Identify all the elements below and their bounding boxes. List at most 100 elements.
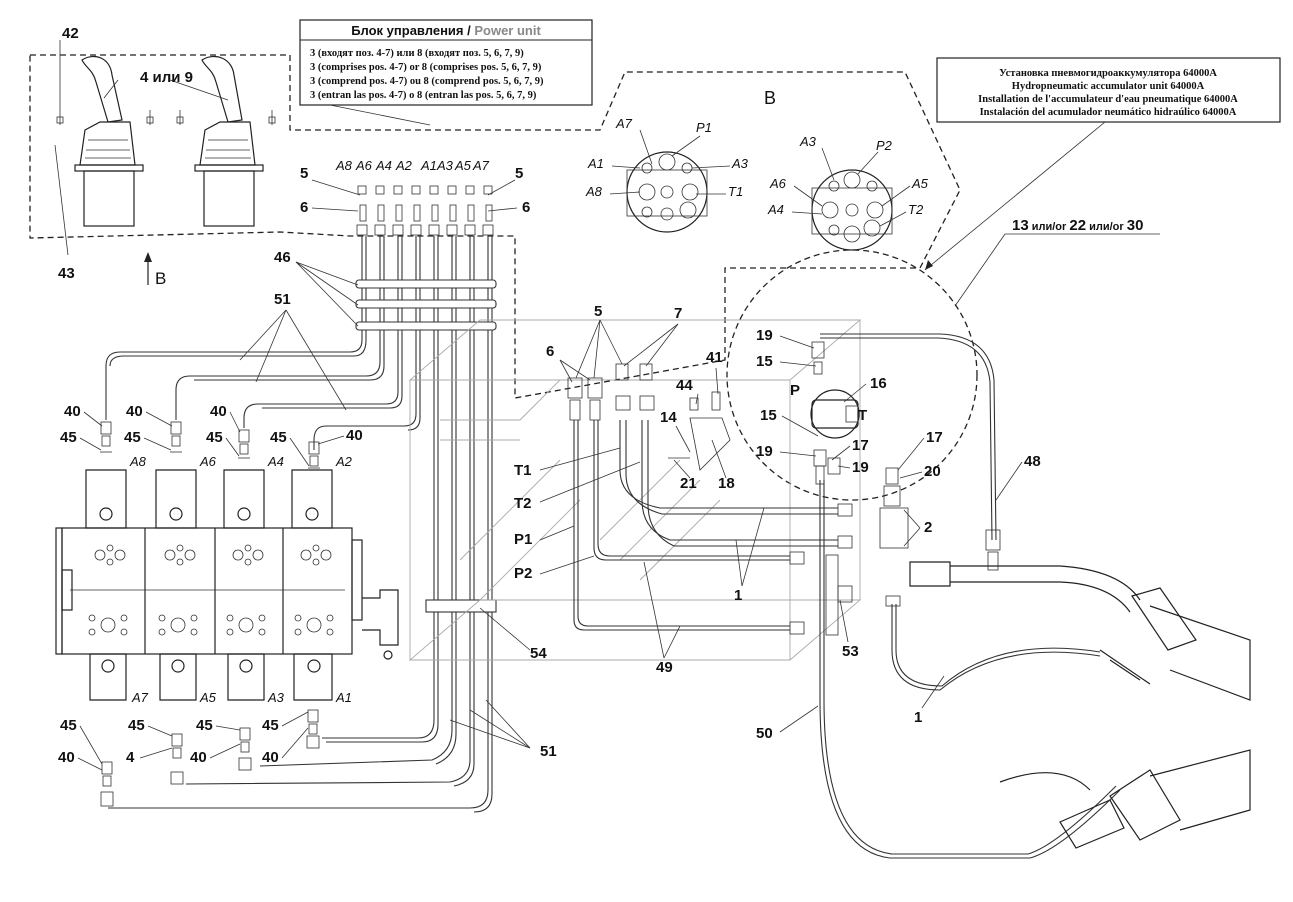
joystick-region-outline: [29, 54, 961, 399]
flange1-port-a1: А1: [587, 156, 604, 171]
callout-5: 5: [594, 303, 602, 320]
flange1-port-a8: А8: [585, 184, 603, 199]
callout-40: 40: [262, 749, 279, 766]
boom-cylinder-upper: [909, 561, 1251, 701]
joystick-right: [176, 55, 276, 227]
port-label-a3: А3: [436, 158, 454, 173]
accumulator-line: Instalación del acumulador neumático hid…: [980, 107, 1237, 118]
callout-51: 51: [274, 291, 291, 308]
flange2-port-a6: А6: [769, 176, 787, 191]
view-arrow: В: [144, 252, 166, 288]
callout-45: 45: [196, 717, 213, 734]
valve-port-a1: А1: [335, 690, 352, 705]
accumulator-detail-circle: [726, 249, 978, 501]
accumulator-line: Установка пневмогидроаккумулятора 64000А: [999, 68, 1217, 79]
callout-4: 4: [126, 749, 135, 766]
callout-41: 41: [706, 349, 723, 366]
top-port-fittings: А8 А6 А4 А2 А1 А3 А5 А7 5 5 6 6: [300, 158, 530, 236]
accumulator-line: Hydropneumatic accumulator unit 64000A: [1012, 81, 1205, 92]
callout-51: 51: [540, 743, 557, 760]
flange2-port-a3: А3: [799, 134, 817, 149]
callout-40: 40: [346, 427, 363, 444]
callout-19: 19: [852, 459, 869, 476]
flange2-port-a4: А4: [767, 202, 784, 217]
accum-port-p: Р: [790, 382, 800, 399]
callout-1: 1: [914, 709, 922, 726]
callout-4-or-9: 4 или 9: [140, 69, 193, 86]
callout-53: 53: [842, 643, 859, 660]
callout-45: 45: [60, 717, 77, 734]
callout-45: 45: [262, 717, 279, 734]
port-label-a1: А1: [420, 158, 437, 173]
leader-line: [329, 104, 431, 126]
pipe-label-t1: Т1: [514, 462, 532, 479]
leader-line: [924, 121, 1106, 271]
accumulator-line: Installation de l'accumulateur d'eau pne…: [978, 94, 1238, 105]
port-label-a4: А4: [375, 158, 392, 173]
port-label-a6: А6: [355, 158, 373, 173]
callout-17: 17: [852, 437, 869, 454]
callout-44: 44: [676, 377, 693, 394]
port-label-a5: А5: [454, 158, 472, 173]
callout-21: 21: [680, 475, 697, 492]
flange1-port-a3: А3: [731, 156, 749, 171]
right-pipes: [573, 333, 1121, 859]
callout-40: 40: [190, 749, 207, 766]
callout-40: 40: [210, 403, 227, 420]
callout-43: 43: [58, 265, 75, 282]
joystick-left: [56, 55, 154, 227]
callout-42: 42: [62, 25, 79, 42]
callout-15: 15: [756, 353, 773, 370]
flange-2: А3 Р2 А6 А5 А4 Т2: [767, 134, 929, 251]
pipe-label-p2: Р2: [514, 565, 532, 582]
callout-19: 19: [756, 443, 773, 460]
port-label-a8: А8: [335, 158, 353, 173]
callout-40: 40: [126, 403, 143, 420]
accum-port-t: Т: [858, 407, 867, 424]
valve-port-a6: А6: [199, 454, 217, 469]
accumulator-unit-box: Установка пневмогидроаккумулятора 64000А…: [924, 57, 1281, 271]
valve-port-a8: А8: [129, 454, 147, 469]
right-fittings: [567, 341, 1001, 636]
callout-2: 2: [924, 519, 932, 536]
power-unit-line: 3 (comprend pos. 4-7) ou 8 (comprend pos…: [310, 76, 544, 87]
power-unit-title: Блок управления / Power unit: [351, 23, 541, 38]
callout-16: 16: [870, 375, 887, 392]
pipe-label-p1: Р1: [514, 531, 532, 548]
callout-45: 45: [124, 429, 141, 446]
valve-top-fittings: [100, 421, 320, 469]
flange2-port-p2: Р2: [876, 138, 893, 153]
callout-46: 46: [274, 249, 291, 266]
callout-54: 54: [530, 645, 547, 662]
power-unit-line: 3 (comprises pos. 4-7) or 8 (comprises p…: [310, 62, 542, 73]
callout-18: 18: [718, 475, 735, 492]
callout-45: 45: [128, 717, 145, 734]
port-label-a7: А7: [472, 158, 490, 173]
flange1-port-p1: Р1: [696, 120, 712, 135]
callout-40: 40: [64, 403, 81, 420]
pipe-label-t2: Т2: [514, 495, 532, 512]
power-unit-line: 3 (entran las pos. 4-7) o 8 (entran las …: [310, 90, 537, 101]
valve-port-a7: А7: [131, 690, 149, 705]
callout-45: 45: [270, 429, 287, 446]
callout-48: 48: [1024, 453, 1041, 470]
isometric-bracket: [408, 319, 862, 661]
callout-20: 20: [924, 463, 941, 480]
valve-port-a3: А3: [267, 690, 285, 705]
flange2-port-t2: Т2: [908, 202, 924, 217]
valve-port-a2: А2: [335, 454, 353, 469]
callout-50: 50: [756, 725, 773, 742]
flange1-port-a7: А7: [615, 116, 633, 131]
boom-cylinder-lower: [999, 749, 1251, 849]
callout-45: 45: [206, 429, 223, 446]
flange2-port-a5: А5: [911, 176, 929, 191]
hose-callout: 13 или/or 22 или/or 30: [1012, 217, 1143, 234]
svg-text:В: В: [155, 269, 166, 288]
callout-6: 6: [300, 199, 308, 216]
callout-17: 17: [926, 429, 943, 446]
callout-40: 40: [58, 749, 75, 766]
callout-49: 49: [656, 659, 673, 676]
valve-port-a4: А4: [267, 454, 284, 469]
callout-14: 14: [660, 409, 677, 426]
